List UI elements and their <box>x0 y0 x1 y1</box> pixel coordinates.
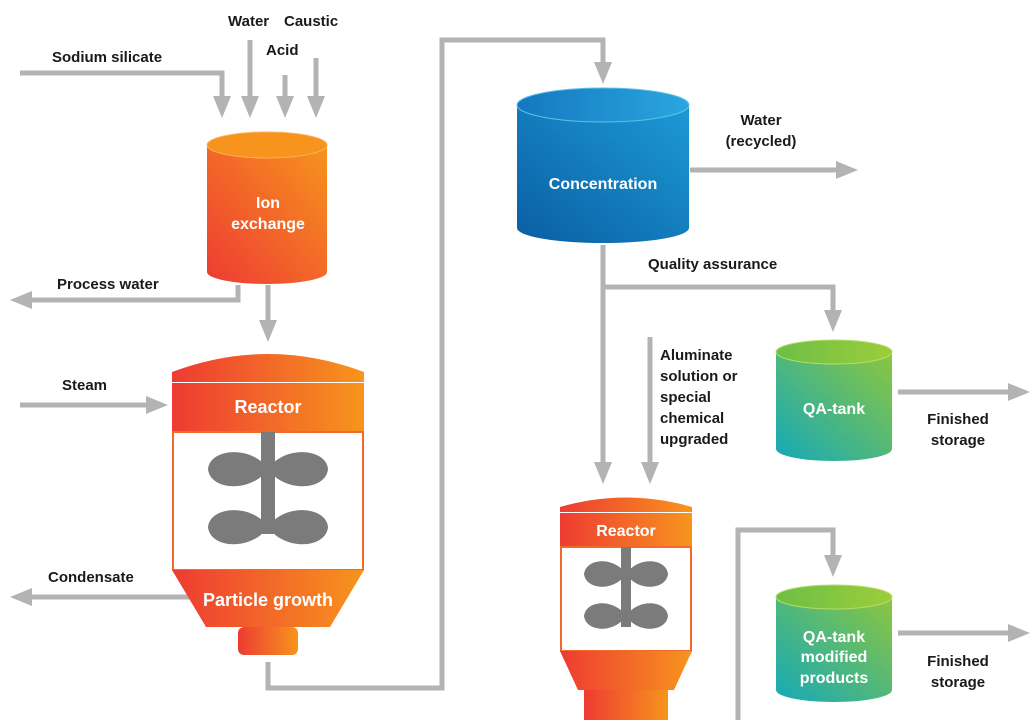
aluminate-label-3: special <box>660 389 711 406</box>
reactor-label: Reactor <box>234 397 301 417</box>
arrow-head <box>594 62 612 84</box>
reactor-outlet-nozzle <box>238 627 298 655</box>
steam-label: Steam <box>62 377 107 394</box>
quality-assurance-label: Quality assurance <box>648 256 777 273</box>
arrow-head <box>824 310 842 332</box>
water-recycled-label-2: (recycled) <box>726 133 797 150</box>
labels: Water Caustic Acid Sodium silicate Proce… <box>48 13 989 691</box>
qa-tank-label: QA-tank <box>803 401 865 418</box>
pipes <box>10 37 1030 720</box>
process-water-label: Process water <box>57 276 159 293</box>
small-reactor-label: Reactor <box>596 523 656 540</box>
arrow-head <box>241 96 259 118</box>
ion-exchange-tank: Ion exchange <box>206 131 328 284</box>
condensate-label: Condensate <box>48 569 134 586</box>
qa-tank: QA-tank <box>775 339 893 461</box>
arrow-head <box>1008 383 1030 401</box>
main-reactor: Reactor Particle growth <box>172 354 364 655</box>
qa-tank-modified-label-2: modified <box>801 649 868 666</box>
concentration-label: Concentration <box>549 176 657 193</box>
arrow-head <box>307 96 325 118</box>
impeller-icon <box>208 432 328 545</box>
reactor-to-concentration-pipe <box>265 37 606 691</box>
water-recycled-label-1: Water <box>740 112 781 129</box>
qa-tank-modified-label-3: products <box>800 670 869 687</box>
finished-storage-1-label-1: Finished <box>927 411 989 428</box>
arrow-head <box>259 320 277 342</box>
quality-assurance-pipe <box>603 284 836 310</box>
arrow-head <box>594 462 612 484</box>
arrow-head <box>213 96 231 118</box>
finished-storage-2-label-2: storage <box>931 674 985 691</box>
aluminate-label-1: Aluminate <box>660 347 733 364</box>
aluminate-label-2: solution or <box>660 368 738 385</box>
particle-growth-label: Particle growth <box>203 590 333 610</box>
sodium-silicate-label: Sodium silicate <box>52 49 162 66</box>
arrow-head <box>836 161 858 179</box>
aluminate-label-4: chemical <box>660 410 724 427</box>
finished-storage-2-label-1: Finished <box>927 653 989 670</box>
arrow-head <box>10 291 32 309</box>
water-input-label: Water <box>228 13 269 30</box>
sodium-silicate-pipe <box>20 70 225 96</box>
finished-storage-1-label-2: storage <box>931 432 985 449</box>
impeller-icon <box>584 547 668 629</box>
ion-exchange-label-1: Ion <box>256 195 280 212</box>
small-reactor: Reactor <box>560 497 692 720</box>
modified-products-pipe <box>735 527 836 720</box>
arrow-head <box>641 462 659 484</box>
qa-tank-modified: QA-tank modified products <box>775 584 893 702</box>
aluminate-label-5: upgraded <box>660 431 728 448</box>
ion-exchange-label-2: exchange <box>231 216 305 233</box>
arrow-head <box>276 96 294 118</box>
process-water-pipe <box>32 285 241 303</box>
qa-tank-modified-label-1: QA-tank <box>803 629 865 646</box>
caustic-input-label: Caustic <box>284 13 338 30</box>
arrow-head <box>824 555 842 577</box>
concentration-tank: Concentration <box>516 87 690 243</box>
arrow-head <box>10 588 32 606</box>
arrow-head <box>146 396 168 414</box>
acid-input-label: Acid <box>266 42 299 59</box>
arrow-head <box>1008 624 1030 642</box>
